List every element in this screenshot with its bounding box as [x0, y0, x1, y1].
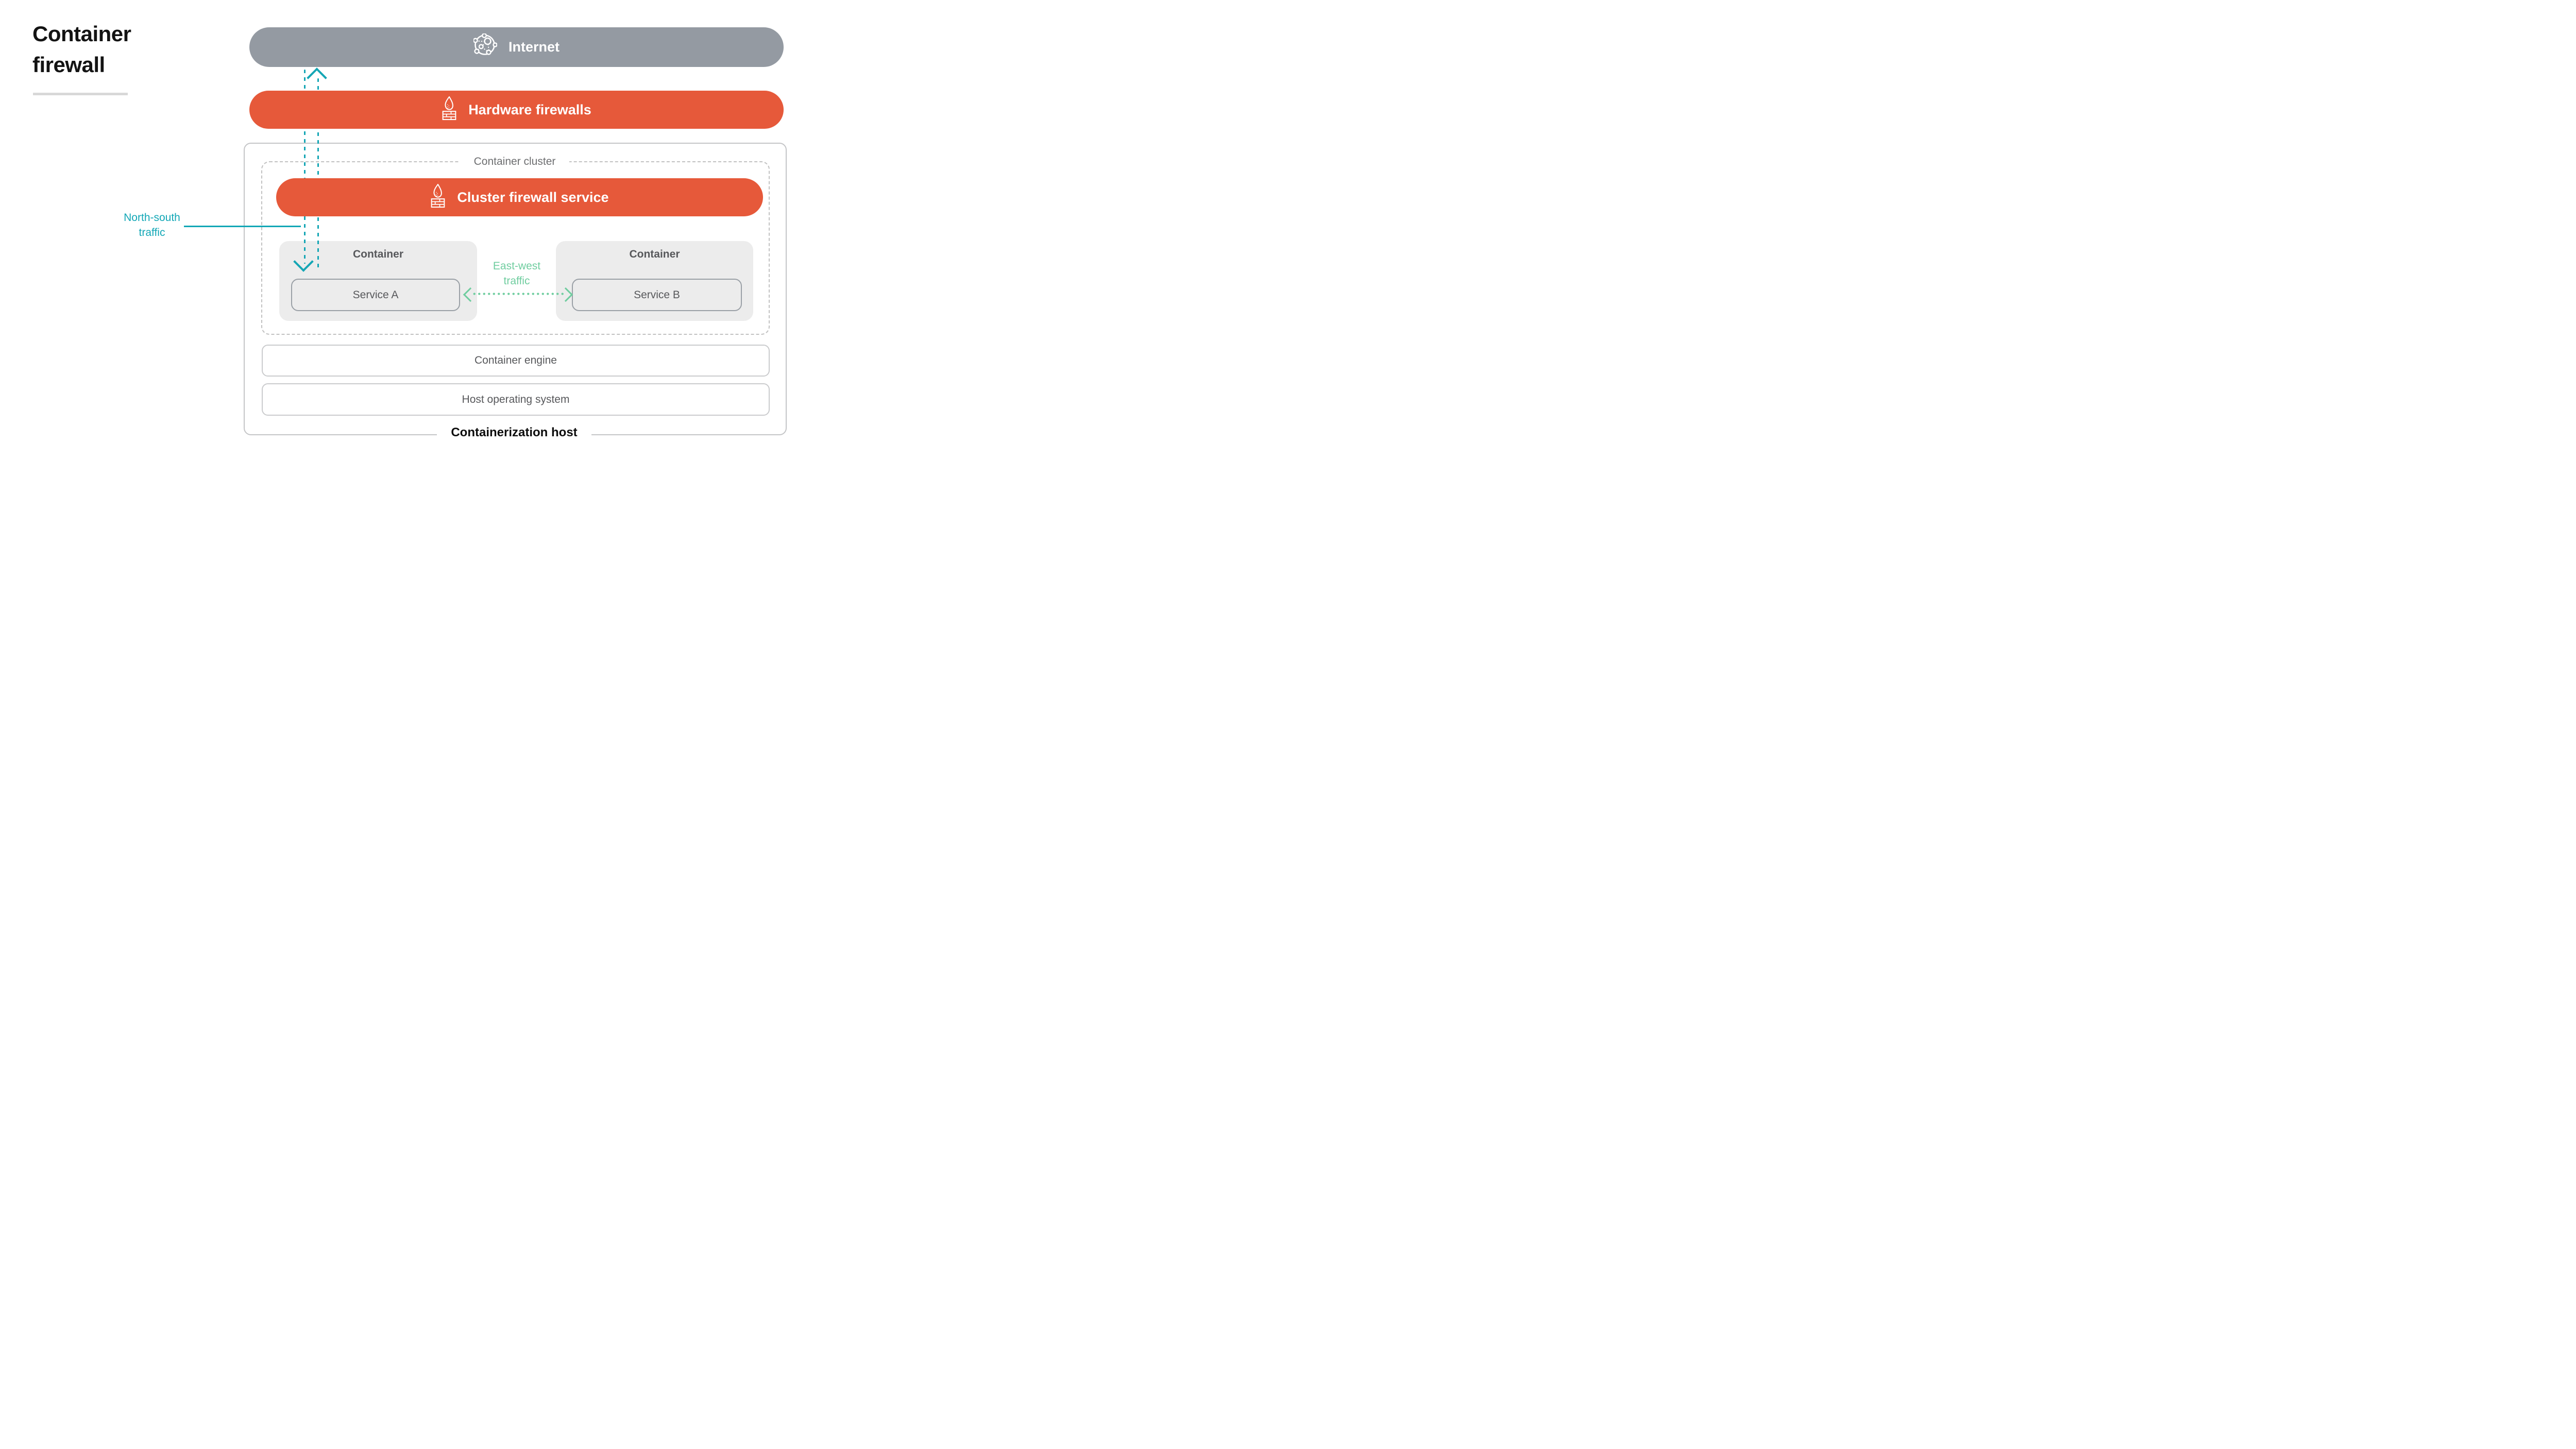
container-b-title: Container: [629, 248, 680, 260]
container-engine-box: Container engine: [262, 345, 770, 377]
page-title-line-1: Container: [32, 22, 131, 46]
service-b-box: Service B: [572, 279, 742, 311]
container-a-box: Container Service A: [279, 241, 477, 321]
container-b-box: Container Service B: [556, 241, 753, 321]
cluster-firewall-service-label: Cluster firewall service: [457, 189, 609, 205]
container-a-title: Container: [352, 248, 403, 260]
hardware-firewalls-node: Hardware firewalls: [249, 91, 784, 129]
firewall-icon: [442, 95, 457, 125]
container-firewall-diagram: Container firewall Container cluster: [0, 0, 808, 454]
internet-node: Internet: [249, 27, 784, 67]
east-west-traffic-label: East-west traffic: [493, 260, 541, 287]
north-south-arrow-down-line: [304, 70, 306, 264]
east-west-arrow-line: [472, 293, 565, 295]
page-title-line-2: firewall: [32, 53, 105, 77]
internet-label: Internet: [508, 39, 560, 55]
container-cluster-label: Container cluster: [460, 155, 569, 169]
title-underline: [33, 93, 128, 95]
cluster-firewall-service-node: Cluster firewall service: [276, 178, 763, 216]
arrow-up-chevron-icon: [307, 67, 327, 88]
north-south-traffic-label: North-south traffic: [124, 212, 180, 238]
firewall-icon: [430, 183, 446, 212]
page-title: Container firewall: [32, 19, 131, 80]
containerization-host-label: Containerization host: [437, 424, 591, 441]
network-globe-icon: [472, 33, 498, 61]
north-south-pointer-line: [184, 226, 301, 227]
hardware-firewalls-label: Hardware firewalls: [468, 101, 591, 117]
host-operating-system-box: Host operating system: [262, 383, 770, 416]
north-south-arrow-up-line: [317, 78, 319, 271]
service-a-box: Service A: [291, 279, 460, 311]
